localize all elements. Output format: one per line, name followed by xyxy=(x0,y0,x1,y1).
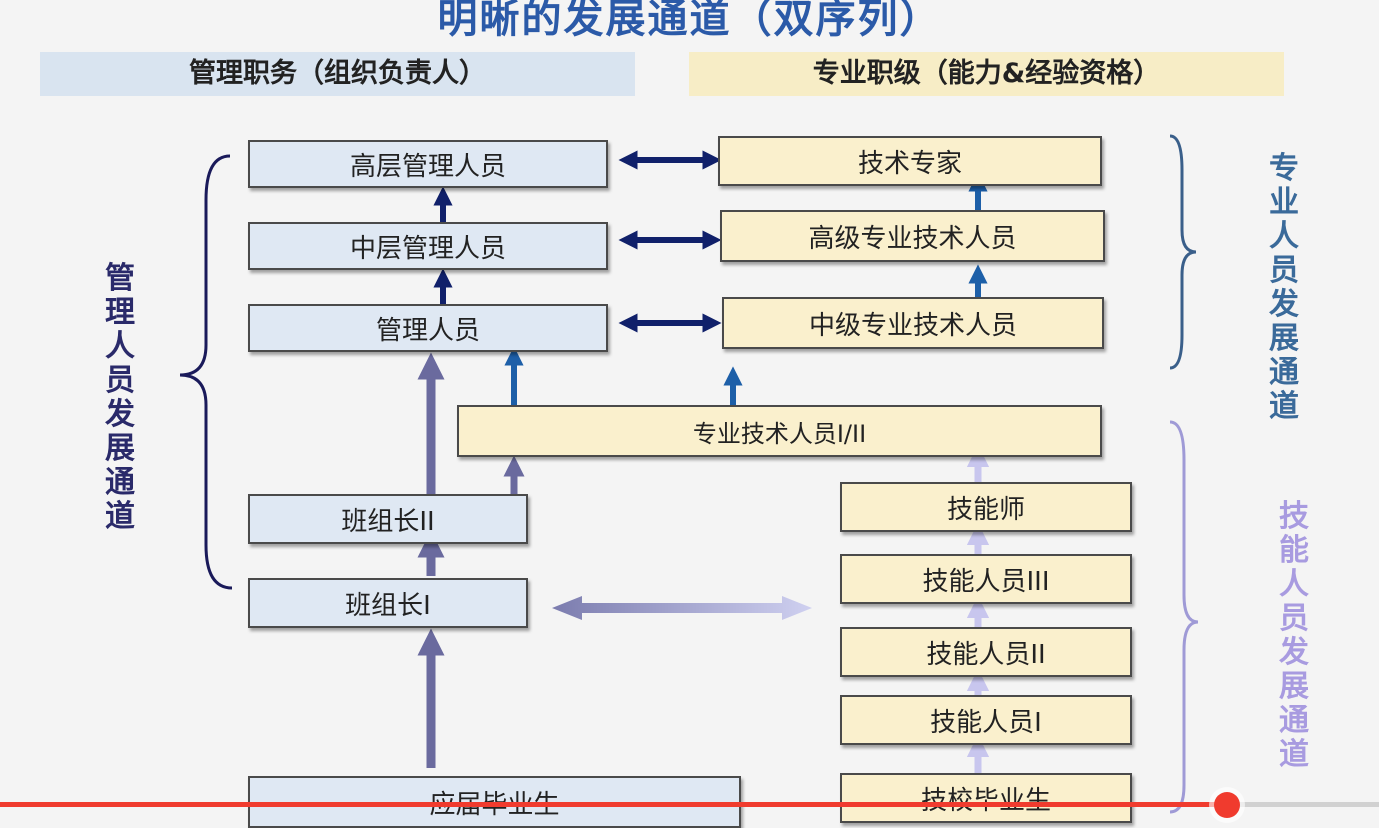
box-team-leader-2: 班组长II xyxy=(248,494,528,544)
professional-channel-label: 专业人员发展通道 xyxy=(1269,151,1299,424)
box-skilled-1: 技能人员I xyxy=(840,695,1132,745)
box-manager: 管理人员 xyxy=(248,304,608,352)
management-bracket xyxy=(179,154,233,590)
box-team-leader-1: 班组长I xyxy=(248,578,528,628)
box-senior-management: 高层管理人员 xyxy=(248,140,608,188)
box-technical-expert: 技术专家 xyxy=(718,136,1102,186)
leader-skill-link xyxy=(552,596,812,620)
professional-column-header: 专业职级（能力&经验资格） xyxy=(689,52,1284,96)
box-middle-management: 中层管理人员 xyxy=(248,222,608,270)
page-title: 明晰的发展通道（双序列） xyxy=(437,0,942,42)
box-mid-tech: 中级专业技术人员 xyxy=(722,297,1104,349)
video-scrubber-handle[interactable] xyxy=(1214,792,1241,818)
box-skilled-2: 技能人员II xyxy=(840,627,1132,677)
video-progress-fill xyxy=(0,802,1228,807)
professional-bracket xyxy=(1169,134,1197,370)
box-skilled-3: 技能人员III xyxy=(840,554,1132,604)
box-vocational-graduate: 技校毕业生 xyxy=(840,773,1132,823)
skill-channel-label: 技能人员发展通道 xyxy=(1279,499,1309,772)
management-column-header: 管理职务（组织负责人） xyxy=(40,52,635,96)
box-technician: 技能师 xyxy=(840,482,1132,532)
skill-bracket xyxy=(1169,420,1199,814)
box-tech-1-2: 专业技术人员I/II xyxy=(457,405,1102,457)
box-senior-tech: 高级专业技术人员 xyxy=(720,210,1105,262)
management-channel-label: 管理人员发展通道 xyxy=(105,261,135,534)
